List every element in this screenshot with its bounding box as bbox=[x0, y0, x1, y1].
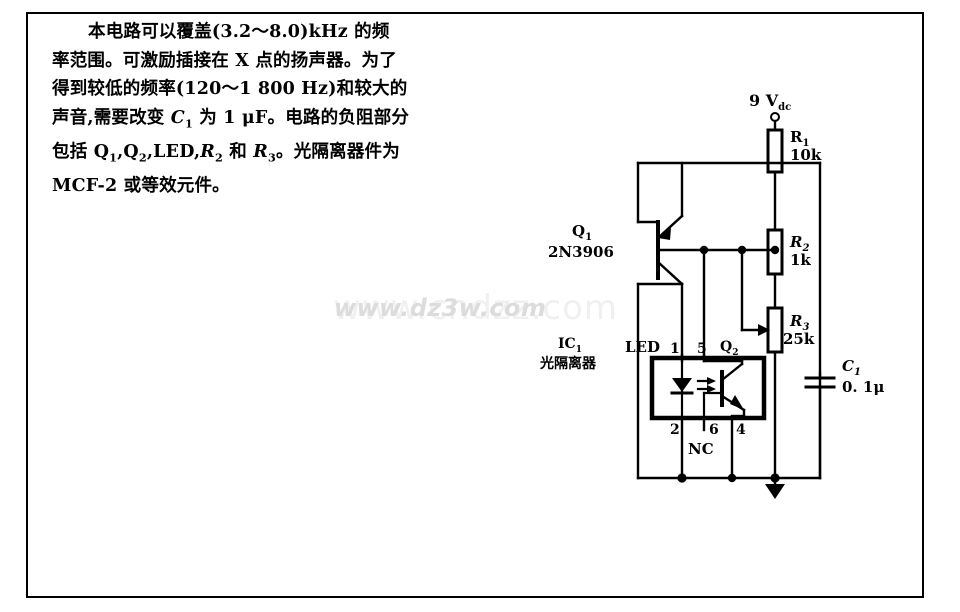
r1-ref-label: R1 bbox=[790, 128, 809, 149]
article-line-6: MCF-2 或等效元件。 bbox=[52, 175, 230, 196]
r3-sub: 3 bbox=[268, 150, 277, 164]
r2-ref: R bbox=[200, 141, 215, 162]
q1-emitter-lead bbox=[656, 214, 684, 240]
opto-pin-1-label: 1 bbox=[670, 341, 680, 357]
article-line-4: 声音,需要改变 C1 为 1 μF。电路的负阻部分 bbox=[52, 104, 472, 138]
article-body-text: 本电路可以覆盖(3.2～8.0)kHz 的频 率范围。可激励插接在 X 点的扬声… bbox=[52, 18, 472, 200]
schematic-svg: 9 Vdc R1 10k R2 1k R3 25k C1 0. 1μ bbox=[539, 91, 884, 499]
opto-led-label: LED bbox=[625, 338, 660, 356]
q2-sub: 2 bbox=[138, 150, 147, 164]
article-line-3: 得到较低的频率(120～1 800 Hz)和较大的 bbox=[52, 79, 408, 99]
r2-sub: 2 bbox=[215, 150, 223, 164]
r3-ref: R bbox=[253, 141, 269, 162]
supply-voltage-label: 9 Vdc bbox=[749, 91, 791, 113]
article-line-4-part-a: 声音,需要改变 bbox=[52, 107, 171, 128]
junction-dot-icon bbox=[727, 473, 737, 483]
article-line-1: 本电路可以覆盖(3.2～8.0)kHz 的频 bbox=[52, 18, 472, 47]
article-line-5-part-a: 包括 Q bbox=[52, 141, 110, 162]
q1-sub: 1 bbox=[109, 150, 118, 164]
article-line-1-text: 本电路可以覆盖(3.2～8.0)kHz 的频 bbox=[88, 22, 390, 42]
article-line-5-part-b: ,Q bbox=[117, 141, 139, 162]
article-line-5: 包括 Q1,Q2,LED,R2 和 R3。光隔离器件为 bbox=[52, 138, 472, 172]
resistor-r1-body bbox=[766, 128, 784, 174]
c1-value-label: 0. 1μ bbox=[842, 378, 884, 396]
r3-ref-label: R3 bbox=[789, 312, 809, 333]
opto-nc-label: NC bbox=[688, 440, 714, 458]
article-line-2: 率范围。可激励插接在 X 点的扬声器。为了 bbox=[52, 50, 397, 71]
junction-dot-icon bbox=[770, 245, 780, 255]
circuit-schematic: 9 Vdc R1 10k R2 1k R3 25k C1 0. 1μ bbox=[530, 90, 930, 510]
q1-part-number-label: 2N3906 bbox=[548, 243, 614, 261]
opto-pin-2-label: 2 bbox=[670, 422, 680, 438]
capacitor-ref-c1-sub: 1 bbox=[184, 116, 193, 130]
potentiometer-wiper-arrow-icon bbox=[758, 324, 770, 336]
resistor-r3-body bbox=[766, 306, 784, 354]
opto-pin-4-label: 4 bbox=[736, 422, 746, 438]
ic1-chinese-label: 光隔离器 bbox=[539, 355, 597, 372]
article-line-5-part-d: 和 bbox=[222, 141, 254, 162]
r2-ref-label: R2 bbox=[789, 233, 809, 254]
ic1-ref-label: IC1 bbox=[558, 336, 582, 355]
r3-value-label: 25k bbox=[783, 330, 815, 348]
c1-ref-label: C1 bbox=[842, 357, 861, 378]
q1-collector-lead bbox=[656, 260, 684, 286]
ground-triangle-icon bbox=[765, 484, 785, 499]
q2-ref-label: Q2 bbox=[720, 339, 738, 358]
r2-value-label: 1k bbox=[790, 251, 811, 269]
article-line-5-part-e: 。光隔离器件为 bbox=[276, 141, 400, 162]
led-diode-icon bbox=[672, 378, 692, 392]
q1-ref-label: Q1 bbox=[572, 222, 592, 243]
junction-dot-icon bbox=[677, 473, 687, 483]
q1-pnp-arrow-icon bbox=[658, 228, 671, 240]
opto-pin-6-label: 6 bbox=[709, 422, 719, 438]
page-border-frame bbox=[26, 12, 924, 598]
capacitor-ref-c1: C bbox=[170, 107, 185, 128]
q2-npn-arrow-icon bbox=[730, 395, 744, 410]
article-line-5-part-c: ,LED, bbox=[146, 141, 201, 162]
r1-value-label: 10k bbox=[790, 146, 822, 164]
opto-pin-5-label: 5 bbox=[697, 341, 707, 357]
article-line-4-part-b: 为 1 μF。电路的负阻部分 bbox=[192, 107, 410, 128]
light-emission-arrows-icon bbox=[696, 377, 716, 393]
q2-collector-lead bbox=[720, 362, 744, 382]
